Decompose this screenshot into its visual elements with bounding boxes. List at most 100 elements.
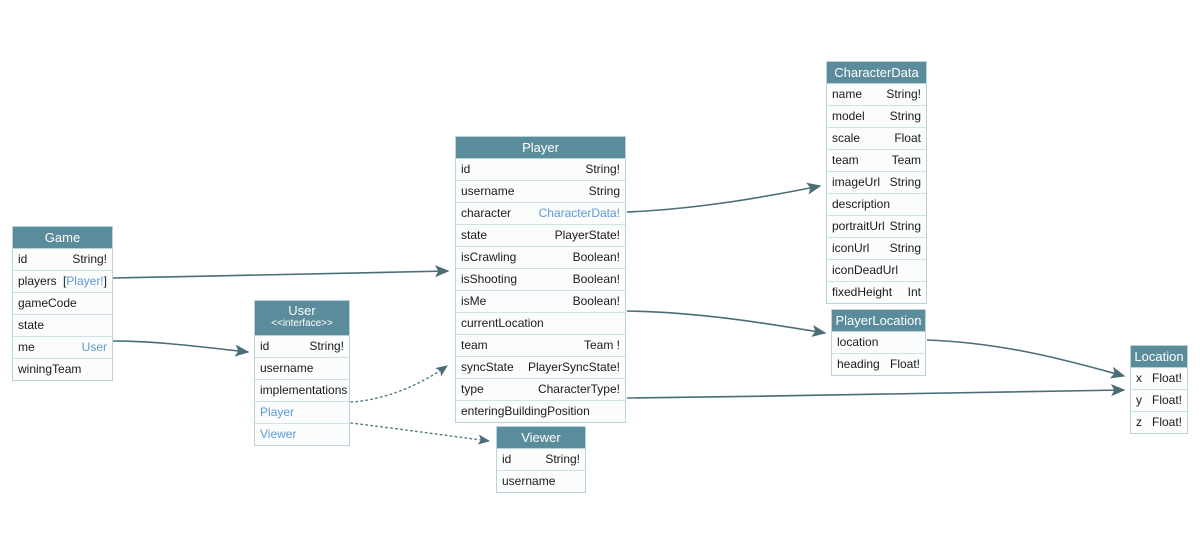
edge-player-enteringbuildingposition-to-location — [626, 384, 1126, 399]
entity-user-title: User <<interface>> — [255, 301, 349, 336]
field-name: portraitUrl — [832, 219, 885, 233]
field-name: y — [1136, 393, 1142, 407]
entity-game-title: Game — [13, 227, 112, 249]
field-characterdata-name[interactable]: name String! — [827, 84, 926, 106]
field-type: CharacterType! — [537, 382, 620, 396]
entity-playerlocation[interactable]: PlayerLocation locationLocation! heading… — [831, 309, 926, 376]
edge-user-implements-player — [350, 365, 448, 403]
field-name: isShooting — [461, 272, 518, 286]
field-type: String — [889, 241, 921, 255]
field-location-z[interactable]: z Float! — [1131, 412, 1187, 433]
edge-user-implements-viewer — [350, 422, 491, 445]
field-type: Float! — [1151, 415, 1182, 429]
field-characterdata-icondeadurl[interactable]: iconDeadUrlString — [827, 260, 926, 282]
field-playerlocation-location[interactable]: locationLocation! — [832, 332, 925, 354]
field-type: Boolean! — [572, 272, 620, 286]
entity-characterdata-title: CharacterData — [827, 62, 926, 84]
field-type: String! — [72, 252, 107, 266]
entity-user-stereotype: <<interface>> — [271, 318, 333, 329]
field-playerlocation-heading[interactable]: heading Float! — [832, 354, 925, 375]
field-player-isme[interactable]: isMe Boolean! — [456, 291, 625, 313]
field-type-link[interactable]: CharacterData! — [538, 206, 620, 220]
field-player-enteringbuildingposition[interactable]: enteringBuildingPositionLocation — [456, 401, 625, 422]
field-characterdata-description[interactable]: descriptionString — [827, 194, 926, 216]
field-name: team — [832, 153, 859, 167]
field-type: [Player!] — [62, 274, 107, 288]
field-name: id — [461, 162, 471, 176]
field-name: team — [461, 338, 488, 352]
edge-player-character-to-characterdata — [626, 182, 822, 213]
field-name: gameCode — [18, 296, 77, 310]
field-type: String! — [886, 87, 921, 101]
edge-game-me-to-user — [112, 340, 250, 357]
user-implementation-player[interactable]: Player — [255, 402, 349, 424]
field-name: iconDeadUrl — [832, 263, 899, 277]
field-game-state[interactable]: stateGameState! — [13, 315, 112, 337]
field-name: username — [502, 474, 556, 488]
field-player-isshooting[interactable]: isShooting Boolean! — [456, 269, 625, 291]
entity-playerlocation-title: PlayerLocation — [832, 310, 925, 332]
field-name: name — [832, 87, 863, 101]
field-type: String! — [545, 452, 580, 466]
entity-user-name: User — [288, 303, 316, 318]
entity-player-title: Player — [456, 137, 625, 159]
entity-location-title: Location — [1131, 346, 1187, 368]
field-game-gamecode[interactable]: gameCodeString! — [13, 293, 112, 315]
field-player-currentlocation[interactable]: currentLocationPlayerLocation! — [456, 313, 625, 335]
field-type: Boolean! — [572, 294, 620, 308]
user-implementation-viewer[interactable]: Viewer — [260, 427, 297, 441]
field-viewer-id[interactable]: id String! — [497, 449, 585, 471]
field-name: state — [18, 318, 45, 332]
field-game-players[interactable]: players [Player!] — [13, 271, 112, 293]
field-name: heading — [837, 357, 880, 371]
field-name: isMe — [461, 294, 487, 308]
field-name: enteringBuildingPosition — [461, 404, 590, 418]
edge-playerlocation-location-to-location — [926, 339, 1126, 379]
field-player-character[interactable]: character CharacterData! — [456, 203, 625, 225]
field-name: z — [1136, 415, 1142, 429]
edge-game-players-to-player — [112, 265, 450, 279]
field-name: character — [461, 206, 512, 220]
field-type-link[interactable]: Player! — [66, 274, 104, 288]
field-name: x — [1136, 371, 1142, 385]
field-type: Float! — [889, 357, 920, 371]
field-name: id — [502, 452, 512, 466]
field-type: Int — [907, 285, 921, 299]
field-type: Float — [894, 131, 921, 145]
field-type-link[interactable]: User — [81, 340, 107, 354]
field-type: String — [889, 109, 921, 123]
field-name: location — [837, 335, 879, 349]
field-name: scale — [832, 131, 861, 145]
field-name: players — [18, 274, 57, 288]
field-name: state — [461, 228, 488, 242]
field-characterdata-scale[interactable]: scale Float — [827, 128, 926, 150]
field-game-winingteam[interactable]: winingTeamTeam — [13, 359, 112, 380]
